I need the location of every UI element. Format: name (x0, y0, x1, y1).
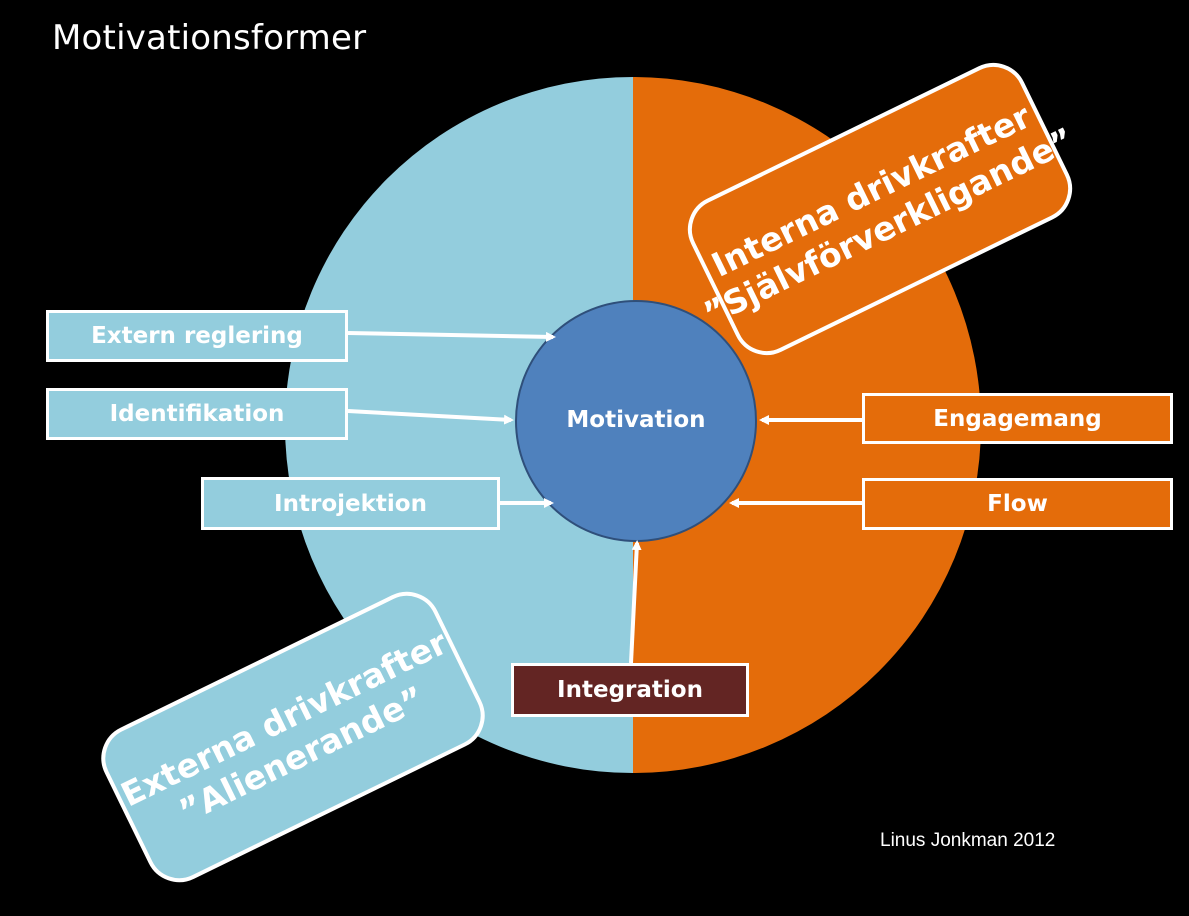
external-half-circle (285, 77, 633, 773)
arrow-integration (629, 540, 642, 664)
integration-box: Integration (511, 663, 749, 717)
introjektion-box: Introjektion (201, 477, 500, 530)
identifikation-box: Identifikation (46, 388, 348, 440)
arrow-identifikation (347, 409, 514, 425)
extern-reglering-box: Extern reglering (46, 310, 348, 362)
arrow-extern-reglering (347, 331, 556, 342)
flow-box: Flow (862, 478, 1173, 530)
engagemang-box: Engagemang (862, 393, 1173, 444)
author-credit: Linus Jonkman 2012 (880, 830, 1056, 851)
diagram-title: Motivationsformer (52, 18, 367, 58)
motivation-label: Motivation (566, 407, 706, 433)
